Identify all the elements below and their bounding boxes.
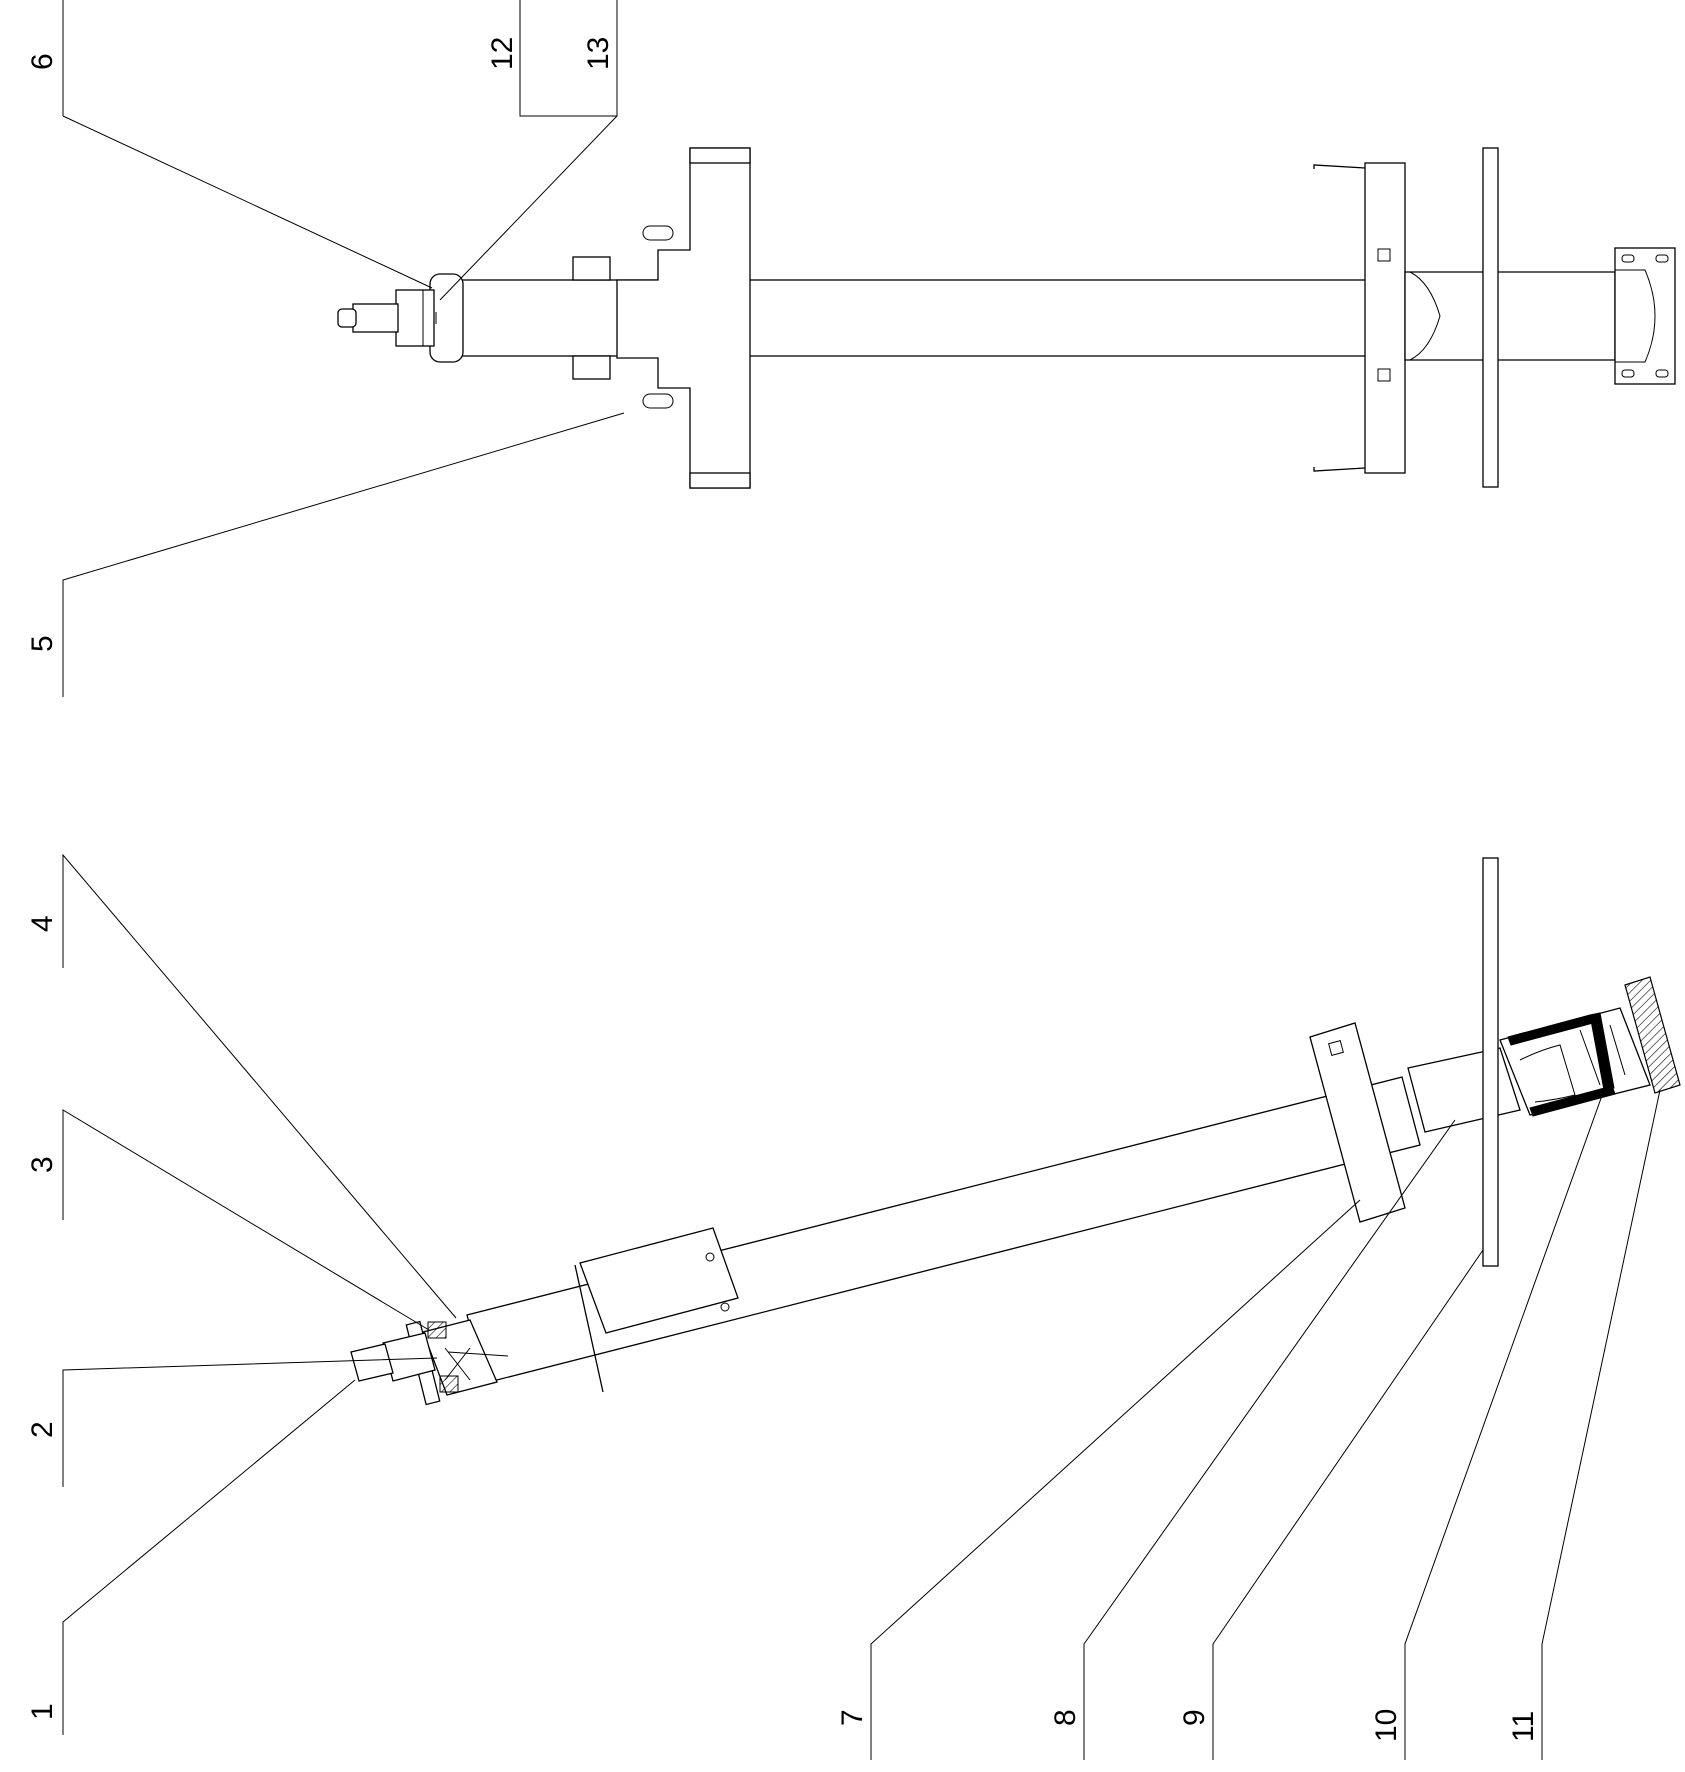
inclined-floor-plate: [1482, 857, 1499, 1267]
lower-tube: [1404, 271, 1616, 361]
label-9: 9: [1178, 1709, 1211, 1726]
label-11: 11: [1507, 1711, 1540, 1742]
top-shaft: [352, 303, 399, 333]
label-6: 6: [26, 53, 59, 70]
top-collar: [395, 289, 435, 347]
label-7: 7: [836, 1709, 869, 1726]
label-12: 12: [486, 37, 519, 70]
inclined-upper-bracket: [579, 1227, 739, 1334]
label-2: 2: [26, 1421, 59, 1438]
label-13: 13: [582, 37, 615, 70]
lower-bracket: [1364, 162, 1406, 474]
floor-plate: [1482, 147, 1499, 488]
label-4: 4: [26, 915, 59, 932]
side-view-column: [337, 147, 1676, 489]
leader-lines: [62, 0, 1661, 1760]
label-8: 8: [1049, 1709, 1082, 1726]
label-5: 5: [26, 635, 59, 652]
label-10: 10: [1370, 1709, 1403, 1742]
part-labels: 1 2 3 4 5 6 12 13 7 8 9 10 11: [26, 37, 1540, 1742]
inclined-tube: [466, 1076, 1421, 1384]
main-tube: [454, 279, 1371, 357]
base-plate: [1614, 247, 1676, 385]
base-foot-hatched: [1624, 976, 1681, 1094]
inclined-lower-tube: [1407, 1047, 1521, 1133]
label-1: 1: [26, 1703, 59, 1720]
top-flange: [429, 273, 464, 363]
bracket-slot: [642, 393, 674, 409]
inclined-lower-bracket: [1309, 1022, 1406, 1223]
label-3: 3: [26, 1156, 59, 1173]
top-shaft-tip: [337, 308, 357, 328]
section-view-column: [350, 857, 1681, 1406]
upper-bracket: [616, 147, 751, 489]
bracket-slot: [642, 225, 674, 241]
